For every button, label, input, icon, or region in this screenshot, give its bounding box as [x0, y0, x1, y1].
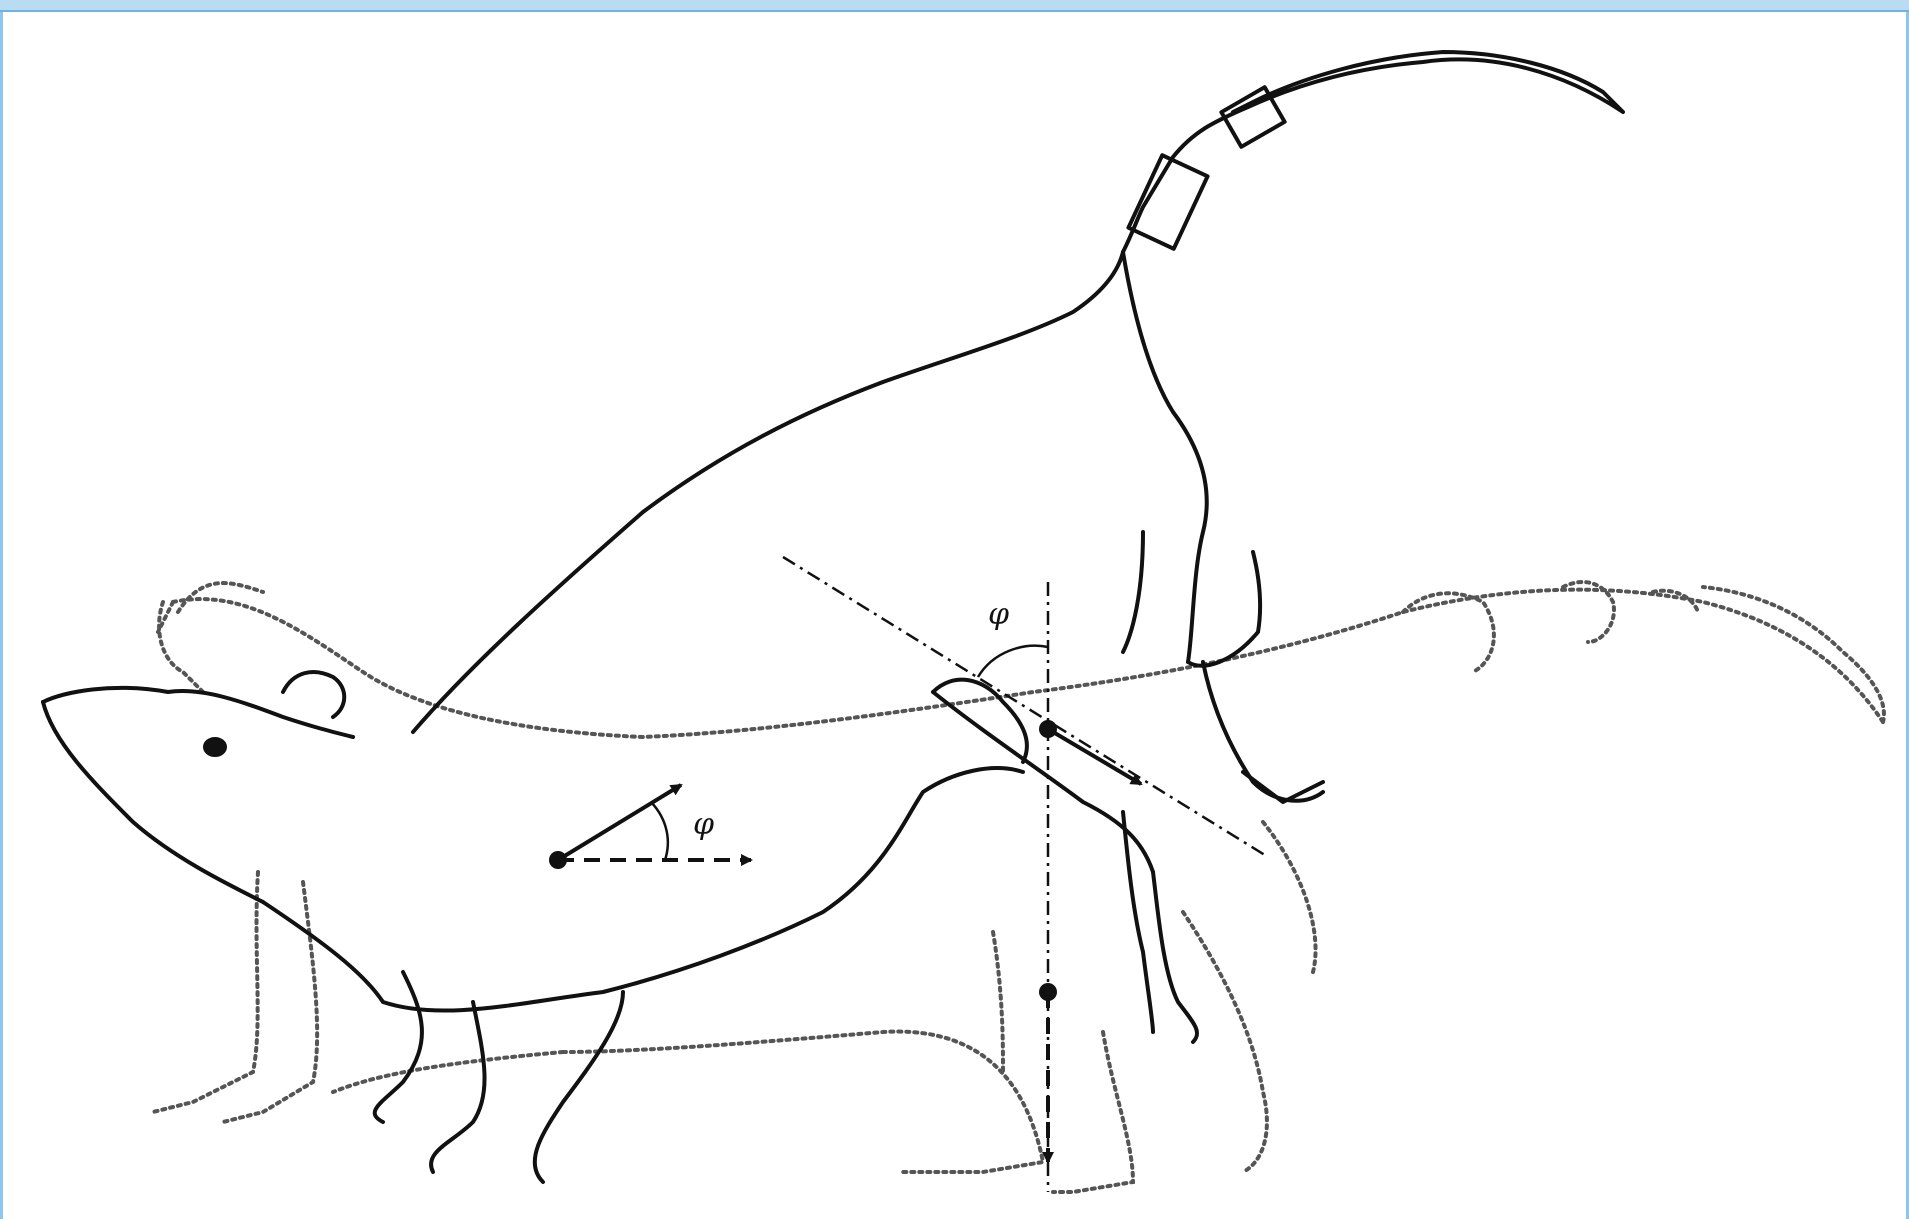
center-of-mass-dot-lower [549, 851, 567, 869]
upper-angle-arc [978, 646, 1048, 677]
jumping-rat-outline [43, 52, 1623, 1182]
standing-rat-outline [153, 582, 1884, 1192]
center-of-mass-dot-upper [1039, 720, 1057, 738]
vectors [549, 720, 1141, 1162]
figure-canvas: φ φ [3, 12, 1906, 1219]
body-axis-vector [1048, 729, 1141, 784]
window-top-bar [0, 0, 1909, 12]
reference-lines [783, 557, 1268, 1192]
angle-label-upper: φ [988, 597, 1009, 632]
rat-biomechanics-diagram: φ φ [3, 12, 1906, 1219]
lower-angle-arc [651, 802, 668, 860]
angle-label-lower: φ [693, 807, 714, 842]
velocity-vector [558, 785, 681, 860]
